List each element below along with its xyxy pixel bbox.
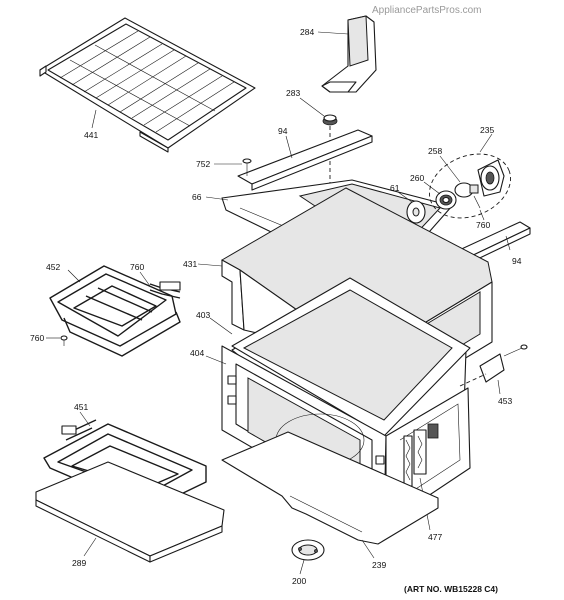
watermark-text: AppliancePartsPros.com [372,5,482,16]
plate-200[interactable] [291,539,325,561]
screw-760-light[interactable] [473,195,481,209]
callout-283: 283 [286,88,300,98]
bracket-284[interactable] [321,15,377,93]
gasket-61[interactable] [406,200,426,224]
callout-441: 441 [84,130,98,140]
callout-403: 403 [196,310,210,320]
callout-260: 260 [410,173,424,183]
callout-284: 284 [300,27,314,37]
callout-451: 451 [74,402,88,412]
gear-283[interactable] [322,114,338,126]
callout-200: 200 [292,576,306,586]
callout-94-right: 94 [512,256,522,266]
lens-260[interactable] [435,190,457,210]
base-panel-239[interactable] [221,431,439,545]
callout-66: 66 [192,192,202,202]
callout-239: 239 [372,560,386,570]
bake-element-452[interactable] [49,265,181,357]
callout-453: 453 [498,396,512,406]
screw-760-bake-left[interactable] [60,335,68,346]
bracket-453[interactable] [459,344,528,387]
callout-61: 61 [390,183,400,193]
callout-258: 258 [428,146,442,156]
callout-452: 452 [46,262,60,272]
callout-760-bake-top: 760 [130,262,144,272]
callout-94-top: 94 [278,126,288,136]
callout-477: 477 [428,532,442,542]
callout-235: 235 [480,125,494,135]
light-assembly-235[interactable] [420,142,520,229]
callout-404: 404 [190,348,204,358]
deflector-289[interactable] [35,461,225,563]
oven-rack-441[interactable] [39,17,256,153]
art-number: (ART NO. WB15228 C4) [404,584,498,594]
screw-752[interactable] [242,158,252,176]
harness-477[interactable] [403,423,439,487]
callout-431: 431 [183,259,197,269]
callout-289: 289 [72,558,86,568]
callout-760-bake-left: 760 [30,333,44,343]
callout-760-light: 760 [476,220,490,230]
rail-94-top[interactable] [237,129,373,191]
callout-752: 752 [196,159,210,169]
